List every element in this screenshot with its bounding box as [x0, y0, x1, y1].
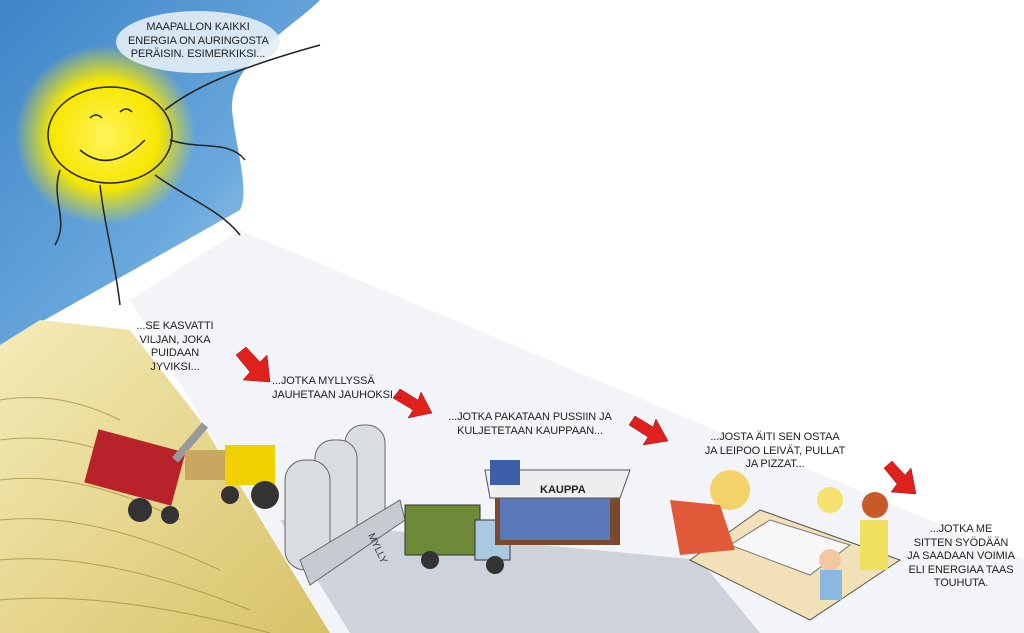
combine-harvester	[84, 422, 209, 524]
shop-sign: KAUPPA	[540, 484, 586, 496]
shop-building	[484, 460, 631, 545]
arrow-icon	[235, 346, 271, 383]
arrow-icon	[628, 415, 669, 446]
mother-figure	[670, 470, 750, 555]
sun-glow	[15, 45, 195, 225]
flow-arrows	[235, 346, 917, 495]
arrow-icon	[392, 388, 433, 419]
mill-silos	[284, 424, 406, 586]
tractor	[185, 445, 279, 509]
children-figures	[817, 487, 888, 600]
arrow-icon	[883, 460, 917, 495]
road-shadow	[280, 520, 760, 633]
wheat-rows	[0, 397, 271, 633]
delivery-truck	[404, 504, 511, 574]
sun-icon	[47, 44, 321, 306]
speech-bubble	[116, 11, 280, 73]
